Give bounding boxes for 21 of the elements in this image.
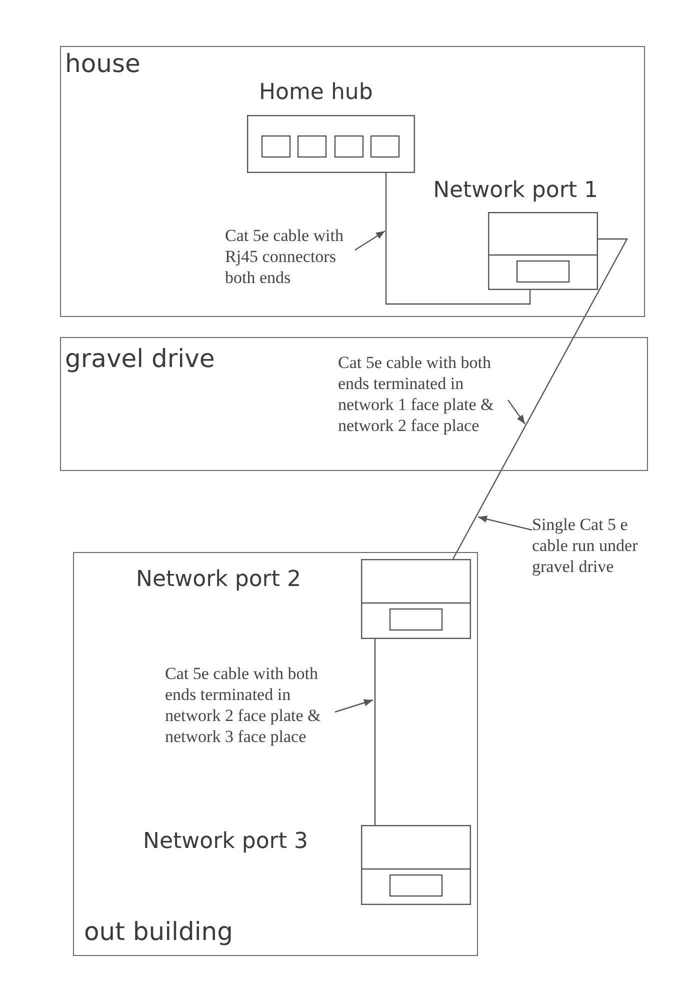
cable-line — [385, 173, 531, 305]
zone-frame — [73, 552, 478, 956]
leader-arrow — [354, 230, 386, 250]
leader-arrow — [478, 516, 532, 531]
annotation: Single Cat 5 e cable run under gravel drive — [532, 514, 647, 577]
device-label: Network port 2 — [136, 567, 301, 593]
zone-label: gravel drive — [65, 344, 215, 374]
annotation: Cat 5e cable with both ends terminated in network 1 face plate & network 2 face place — [338, 352, 508, 436]
zone-label: house — [65, 49, 140, 79]
zone-frame — [60, 337, 648, 471]
leader-arrow — [334, 699, 374, 713]
device-label: Network port 1 — [433, 178, 598, 204]
zone-frame — [60, 46, 645, 317]
device-label: Network port 3 — [143, 829, 308, 855]
cable-line — [374, 639, 376, 825]
cable-line — [452, 238, 628, 560]
device-label: Home hub — [259, 80, 373, 106]
zone-label: out building — [84, 917, 234, 947]
annotation: Cat 5e cable with both ends terminated in network 2 face plate & network 3 face place — [165, 663, 335, 747]
leader-arrow — [508, 400, 526, 424]
annotation: Cat 5e cable with Rj45 connectors both ends — [225, 225, 355, 288]
